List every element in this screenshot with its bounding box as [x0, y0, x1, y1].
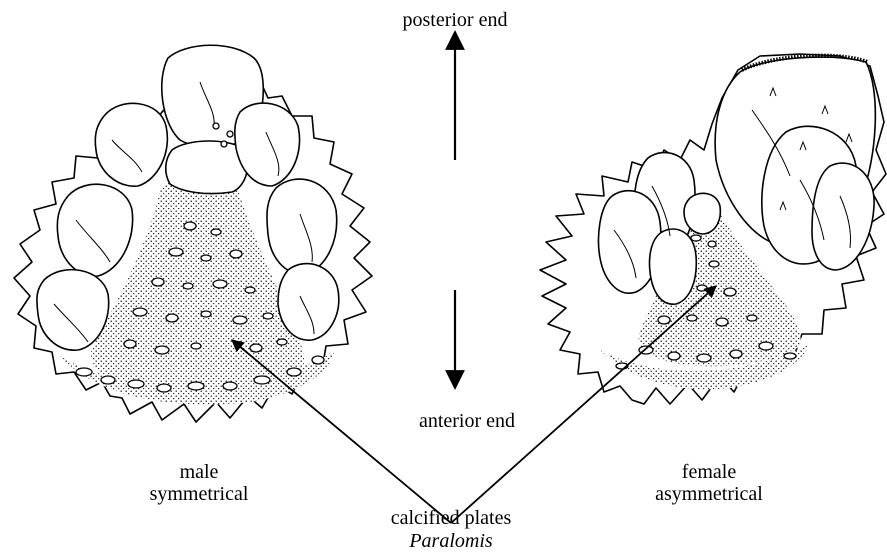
anterior-end-label: anterior end — [419, 410, 515, 432]
genus-label: Paralomis — [408, 530, 493, 552]
female-small-plate — [684, 193, 720, 234]
female-label: female — [682, 461, 737, 483]
female-plate-left-3 — [650, 229, 697, 304]
male-symmetry-label: symmetrical — [150, 483, 249, 505]
male-plate-right-3 — [278, 264, 339, 341]
female-symmetry-label: asymmetrical — [655, 483, 763, 505]
posterior-end-label: posterior end — [403, 9, 508, 31]
female-abdomen-illustration — [540, 54, 886, 404]
male-abdomen-illustration — [14, 45, 372, 422]
calcified-plates-label: calcified plates — [391, 507, 512, 529]
female-plate-right-edge — [812, 163, 874, 270]
male-label: male — [180, 461, 219, 483]
